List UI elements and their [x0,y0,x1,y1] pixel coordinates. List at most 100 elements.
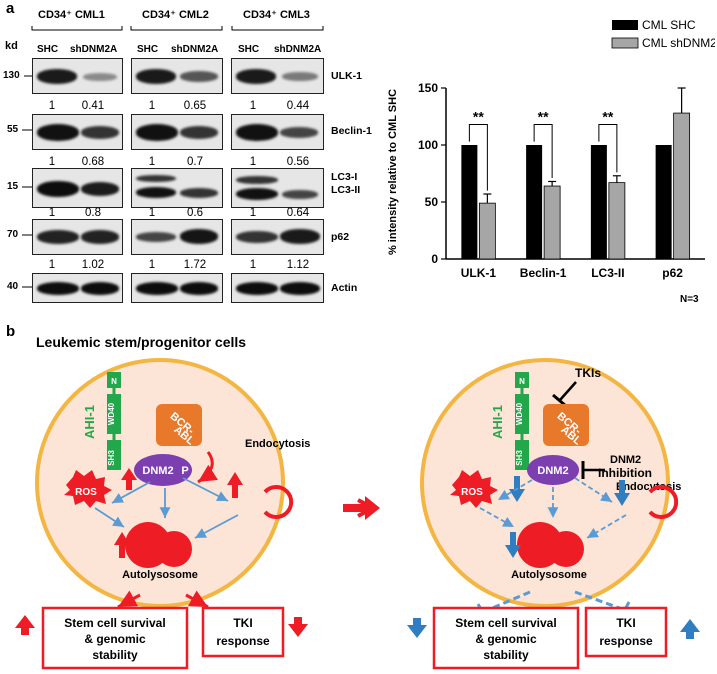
svg-text:SH3: SH3 [515,450,524,466]
marker-40: 40 [7,281,19,292]
svg-text:P: P [181,465,188,477]
left-survival-up-arrow [15,615,35,635]
svg-text:WD40: WD40 [515,402,524,425]
svg-text:Stem cell survival: Stem cell survival [64,616,165,630]
blot-ulk1-cml3 [231,58,324,94]
left-box-stem-survival [41,606,189,670]
svg-text:DNM2: DNM2 [142,465,173,477]
left-bcr-abl: BCR- ABL [156,404,202,448]
lane-shdnm2a-3: shDNM2A [274,44,322,55]
significance-bracket [533,123,553,179]
quant-beclin1-1: 1 [48,156,56,168]
svg-text:AHI-1: AHI-1 [82,405,97,439]
right-autolysosome-down-arrow [505,532,521,558]
svg-text:WD40: WD40 [107,402,116,425]
right-tkis-label: TKIs [575,366,601,380]
protein-lc3ii: LC3-II [331,184,361,196]
legend-label-shdnm2a: CML shDNM2A [642,36,715,50]
group-brackets [31,26,324,31]
left-tki-down-arrow [288,617,308,637]
right-bcr-abl: BCR- ABL [543,404,589,448]
svg-text:& genomic: & genomic [84,632,146,646]
legend-swatch-shdnm2a [611,37,639,49]
svg-text:ROS: ROS [75,487,97,498]
y-tick-label: 50 [425,195,439,209]
left-endocytosis-icon [263,485,294,519]
right-endocytosis-icon [648,485,679,519]
significance-label: ** [473,108,484,124]
quant-ulk1-4: 0.65 [183,100,207,112]
bar-shc-ulk-1 [461,145,478,259]
quant-ulk1-2: 0.41 [81,100,105,112]
group-label-1: CD34⁺ CML1 [38,9,105,21]
right-survival-down-arrow [407,618,427,638]
quant-ulk1-1: 1 [48,100,56,112]
svg-text:N: N [111,377,117,386]
right-ros: ROS [450,470,498,508]
quant-p62-6: 1.12 [286,259,310,271]
right-autolysosome-label: Autolysosome [511,569,587,581]
svg-text:Stem cell survival: Stem cell survival [455,616,556,630]
right-dnm2-inhibit [581,461,605,479]
left-box-tki-response [201,606,285,658]
blot-lc3-cml3 [231,168,324,208]
left-endocytosis-label: Endocytosis [245,438,310,450]
right-endocytosis-down-arrow [614,480,630,506]
pathway-diagram: N WD40 SH3 AHI-1 BCR- ABL DNM2 P ROS End… [15,358,700,670]
bar-shdnm2a-p62 [673,112,691,260]
svg-text:N: N [519,377,525,386]
kd-label: kd [5,40,18,52]
left-ros: ROS [64,470,112,508]
svg-text:& genomic: & genomic [475,632,537,646]
protein-beclin1: Beclin-1 [331,125,372,137]
group-label-2: CD34⁺ CML2 [142,9,209,21]
quant-ulk1-3: 1 [148,100,156,112]
svg-text:stability: stability [92,648,138,662]
y-tick-label: 100 [418,138,438,152]
y-axis-label: % intensity relative to CML SHC [387,89,399,255]
blot-beclin1-cml3 [231,114,324,150]
quant-lc3-3: 1 [148,207,156,219]
x-tick-label: ULK-1 [461,266,497,280]
panel-a-label: a [6,0,15,17]
marker-70: 70 [7,229,19,240]
y-tick-label: 0 [431,252,438,266]
quant-beclin1-3: 1 [148,156,156,168]
blot-p62-cml2 [131,219,223,255]
x-tick-label: Beclin-1 [520,266,567,280]
right-inhibition-label: Inhibition [598,466,652,480]
quant-ulk1-6: 0.44 [286,100,310,112]
bar-shdnm2a-ulk-1 [478,202,496,260]
legend-label-shc: CML SHC [642,18,696,32]
quant-ulk1-5: 1 [249,100,257,112]
lane-shdnm2a-1: shDNM2A [70,44,118,55]
transition-arrow [343,496,380,520]
quant-beclin1-4: 0.7 [187,156,203,168]
right-box-stem-survival [432,606,580,670]
blot-p62-cml3 [231,219,324,255]
panel-b-label: b [6,323,16,340]
lane-shdnm2a-2: shDNM2A [171,44,219,55]
bar-shdnm2a-beclin-1 [543,185,561,260]
bar-shc-beclin-1 [526,145,543,259]
svg-text:TKI: TKI [233,616,252,630]
svg-text:SH3: SH3 [107,450,116,466]
blot-beclin1-cml2 [131,114,223,150]
svg-text:AHI-1: AHI-1 [490,405,505,439]
svg-text:TKI: TKI [616,616,635,630]
blot-lc3-cml2 [131,168,223,208]
blot-ulk1-cml2 [131,58,223,94]
y-tick-label: 150 [418,81,438,95]
panel-b-title: Leukemic stem/progenitor cells [36,334,247,350]
svg-text:response: response [216,634,270,648]
bar-shc-p62 [655,145,672,259]
lane-shc-2: SHC [137,44,159,55]
right-ahi1: N WD40 SH3 AHI-1 [490,372,529,470]
left-dnm2: DNM2 P [134,454,192,486]
blot-lc3-cml1 [32,168,123,208]
quant-lc3-4: 0.6 [187,207,203,219]
bar-shc-lc3-ii [590,145,607,259]
right-dnm2: DNM2 [527,455,579,485]
blot-ulk1-cml1 [32,58,123,94]
significance-bracket [468,123,488,191]
